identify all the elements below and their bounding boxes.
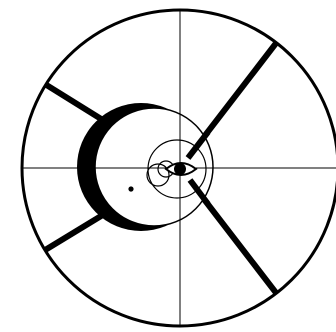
small-dot: [128, 186, 133, 191]
eye-pupil-icon: [174, 163, 186, 175]
inner-disc: [95, 108, 213, 226]
